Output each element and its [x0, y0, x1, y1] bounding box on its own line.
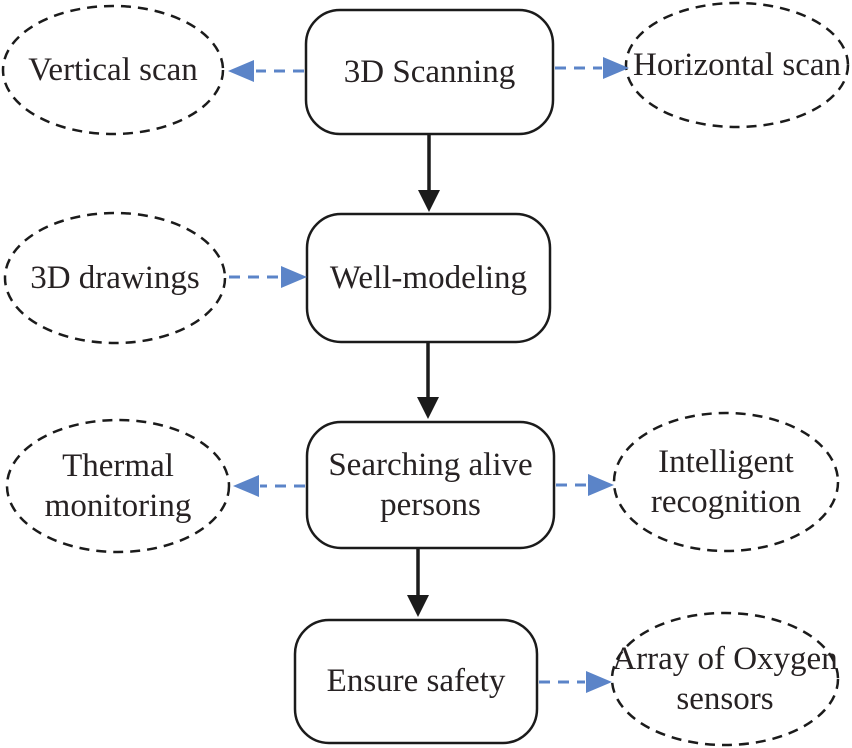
- node-vertical-scan-label: Vertical scan: [28, 52, 198, 89]
- arrow-scanning-to-vertical-head: [228, 60, 254, 82]
- node-3d-scanning-label: 3D Scanning: [343, 53, 516, 90]
- node-searching-alive-persons-label: Searching alive persons: [328, 446, 533, 523]
- node-thermal-monitoring-label: Thermal monitoring: [44, 447, 192, 524]
- arrow-ensure-to-oxygen-head: [586, 671, 612, 693]
- node-well-modeling-label: Well-modeling: [329, 259, 528, 296]
- node-searching-shape: [305, 420, 556, 550]
- arrow-searching-to-intelligent-head: [588, 474, 614, 496]
- node-3d-scanning-shape: [304, 8, 555, 136]
- node-intelligent-shape: [612, 411, 840, 553]
- link-arrow-lines: [229, 66, 602, 684]
- node-3d-drawings-shape: [3, 211, 227, 345]
- node-horizontal-scan-label: Horizontal scan: [632, 47, 841, 84]
- link-arrowheads: [228, 57, 629, 693]
- node-ensure-safety-label: Ensure safety: [326, 663, 506, 700]
- node-ensure-safety-shape: [293, 618, 539, 745]
- flow-arrowheads: [407, 190, 440, 617]
- arrow-scanning-to-well-head: [418, 190, 440, 212]
- node-vertical-scan-shape: [1, 4, 225, 136]
- arrow-scanning-to-horizontal-head: [603, 57, 629, 79]
- node-intelligent-recognition-label: Intelligent recognition: [650, 443, 802, 520]
- arrow-drawings-to-well-head: [281, 266, 307, 288]
- node-horizontal-scan-shape: [624, 1, 850, 129]
- node-3d-drawings-label: 3D drawings: [30, 259, 200, 296]
- flow-arrow-lines: [416, 135, 431, 596]
- arrow-well-to-searching-head: [417, 397, 439, 419]
- arrow-searching-to-thermal-head: [233, 475, 259, 497]
- arrow-searching-to-ensure-head: [407, 595, 429, 617]
- node-oxygen-sensors-label: Array of Oxygen sensors: [612, 640, 838, 717]
- node-thermal-shape: [5, 418, 231, 554]
- node-oxygen-shape: [610, 611, 840, 747]
